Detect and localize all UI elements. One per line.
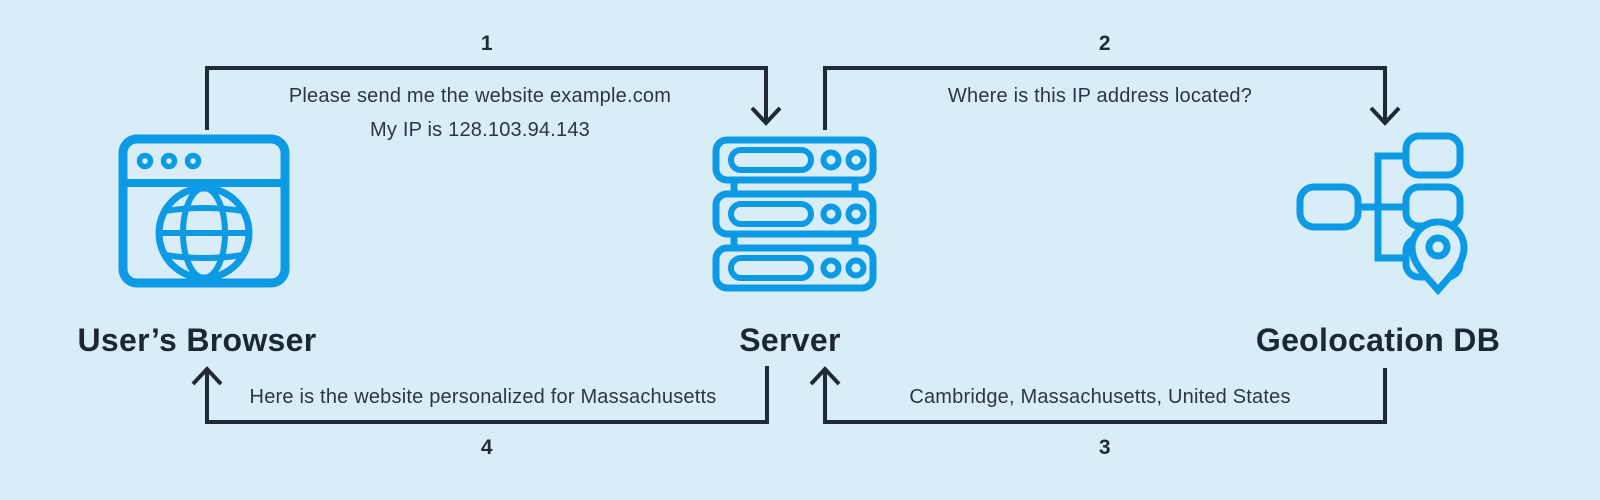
browser-icon: [118, 134, 290, 288]
server-unit-icon: [712, 136, 877, 184]
location-pin-icon: [1408, 218, 1468, 296]
step-number-3: 3: [1098, 436, 1112, 459]
browser-dot-icon: [136, 152, 154, 170]
step-1-message-line-1: Please send me the website example.com: [288, 85, 672, 107]
geolocation-db-icon: [1296, 132, 1468, 296]
step-number-2: 2: [1098, 32, 1112, 55]
arrow-step-2: [823, 66, 1401, 130]
browser-dot-icon: [184, 152, 202, 170]
step-number-4: 4: [480, 436, 494, 459]
arrow-step-3: [809, 366, 1387, 424]
node-label-users-browser: User’s Browser: [77, 322, 317, 358]
arrow-step-1: [205, 66, 782, 130]
globe-icon: [155, 184, 253, 282]
node-label-server: Server: [739, 322, 841, 358]
server-unit-icon: [712, 244, 877, 292]
step-2-message: Where is this IP address located?: [947, 85, 1253, 107]
browser-dot-icon: [160, 152, 178, 170]
step-3-message: Cambridge, Massachusetts, United States: [909, 386, 1291, 408]
node-label-geolocation-db: Geolocation DB: [1255, 322, 1501, 358]
server-icon: [712, 136, 877, 292]
step-4-message: Here is the website personalized for Mas…: [249, 386, 717, 408]
arrow-step-4: [191, 366, 769, 424]
step-1-message-line-2: My IP is 128.103.94.143: [370, 119, 590, 141]
server-unit-icon: [712, 190, 877, 238]
step-number-1: 1: [480, 32, 494, 55]
